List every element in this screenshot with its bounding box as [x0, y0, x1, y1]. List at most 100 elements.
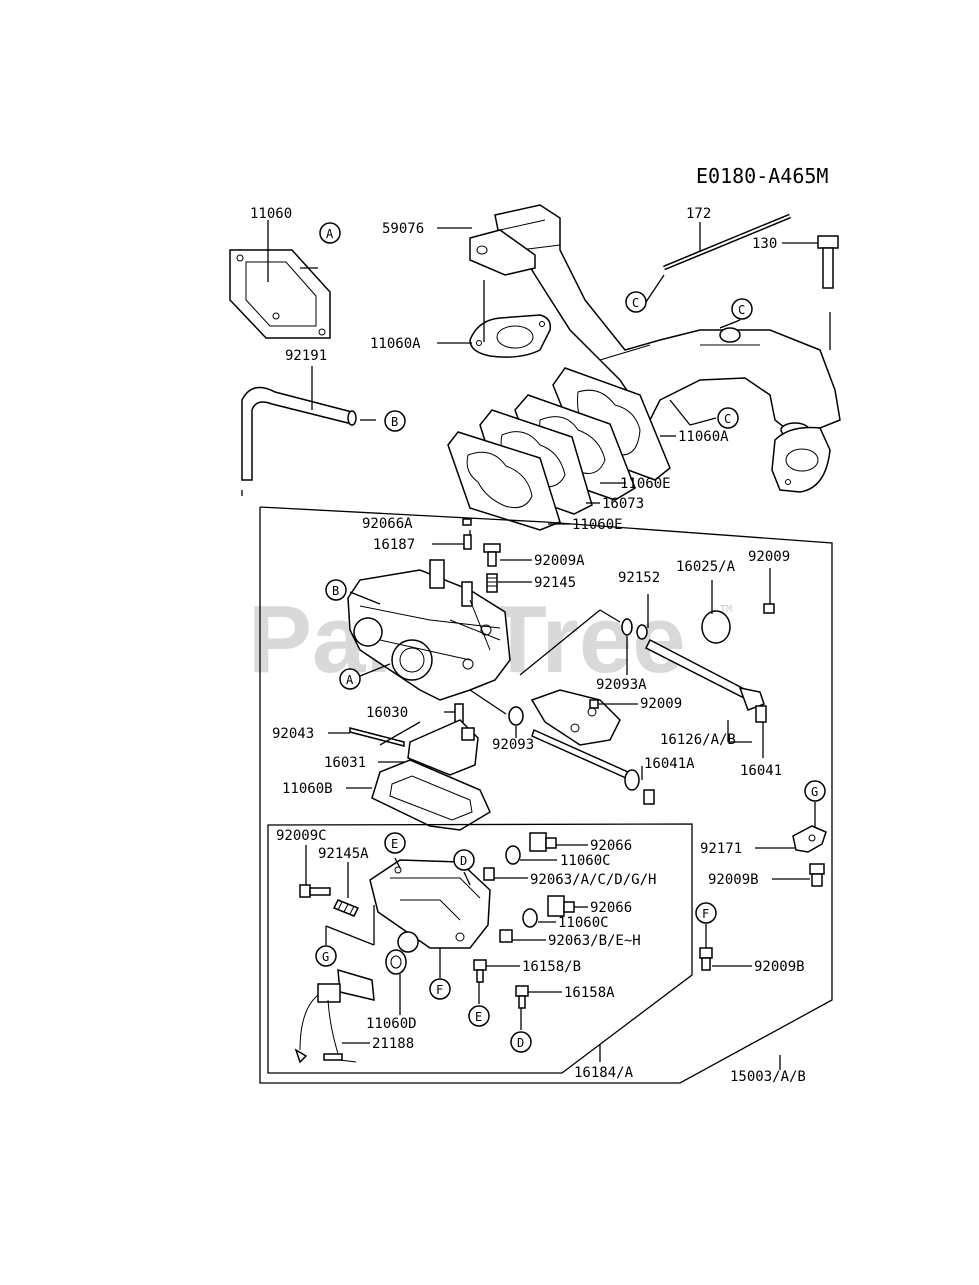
svg-text:D: D	[460, 854, 467, 868]
label-16031: 16031	[324, 755, 366, 771]
float-bowl[interactable]	[369, 859, 491, 953]
carburetor-body[interactable]	[347, 559, 511, 701]
gasket-11060A-top[interactable]	[469, 314, 552, 358]
label-59076: 59076	[382, 221, 424, 237]
screw-92009-mid[interactable]	[589, 699, 599, 709]
stud-172[interactable]	[663, 213, 791, 271]
label-16187: 16187	[373, 537, 415, 553]
washer-92093[interactable]	[508, 706, 524, 726]
pin-16030[interactable]	[454, 703, 464, 723]
float-bowl-box-16184	[267, 823, 693, 1074]
svg-text:A: A	[326, 227, 334, 241]
screw-16158B[interactable]	[473, 959, 487, 983]
svg-text:C: C	[724, 412, 731, 426]
ref-C-2: C	[731, 298, 753, 320]
label-11060A-right: 11060A	[678, 429, 729, 445]
label-92066A: 92066A	[362, 516, 413, 532]
ref-C-1: C	[625, 291, 647, 313]
ref-F-1: F	[695, 902, 717, 924]
label-16184A: 16184/A	[574, 1065, 634, 1081]
svg-text:F: F	[702, 907, 709, 921]
screw-92009A[interactable]	[483, 543, 501, 567]
jet-92066-1[interactable]	[529, 832, 557, 852]
label-16158B: 16158/B	[522, 959, 581, 975]
ref-G-2: G	[315, 945, 337, 967]
svg-text:E: E	[391, 837, 398, 851]
label-172: 172	[686, 206, 711, 222]
label-11060B: 11060B	[282, 781, 333, 797]
label-16073: 16073	[602, 496, 644, 512]
gasket-11060B[interactable]	[371, 759, 491, 831]
label-92009B-2: 92009B	[754, 959, 805, 975]
label-92145A: 92145A	[318, 846, 369, 862]
ref-E-1: E	[384, 832, 406, 854]
label-16025A: 16025/A	[676, 559, 736, 575]
washer-11060D[interactable]	[385, 949, 407, 975]
hose-92191[interactable]	[241, 386, 357, 481]
oring-11060C-1[interactable]	[505, 845, 521, 865]
label-16041A: 16041A	[644, 756, 695, 772]
svg-text:E: E	[475, 1010, 482, 1024]
label-11060C-1: 11060C	[560, 853, 611, 869]
svg-text:A: A	[346, 673, 354, 687]
screw-16158A[interactable]	[515, 985, 529, 1009]
ref-G-1: G	[804, 780, 826, 802]
throttle-valve-16025[interactable]	[701, 610, 731, 644]
label-92171: 92171	[700, 841, 742, 857]
throttle-shaft-92152[interactable]	[621, 618, 767, 723]
svg-text:C: C	[738, 303, 745, 317]
screw-92009-top[interactable]	[763, 603, 775, 614]
oring-11060C-2[interactable]	[522, 908, 538, 928]
label-11060C-2: 11060C	[558, 915, 609, 931]
label-11060E-1: 11060E	[620, 476, 671, 492]
label-92063-1: 92063/A/C/D/G/H	[530, 872, 656, 888]
ref-E-2: E	[468, 1005, 490, 1027]
watermark-tm: TM	[720, 604, 732, 615]
ref-C-3: C	[717, 407, 739, 429]
gasket-11060[interactable]	[229, 249, 331, 339]
jet-92066-2[interactable]	[547, 895, 575, 917]
label-11060E-2: 11060E	[572, 517, 623, 533]
choke-shaft-16041A[interactable]	[531, 728, 655, 805]
ref-A-1: A	[319, 222, 341, 244]
label-92093: 92093	[492, 737, 534, 753]
screw-92009B-2[interactable]	[699, 947, 713, 971]
label-15003AB: 15003/A/B	[730, 1069, 806, 1085]
jet-92063-2[interactable]	[499, 929, 513, 943]
label-16030: 16030	[366, 705, 408, 721]
bolt-130[interactable]	[817, 235, 839, 289]
jet-92066A[interactable]	[462, 518, 472, 526]
spring-92145[interactable]	[486, 573, 498, 593]
ref-D-2: D	[510, 1031, 532, 1053]
bracket-92171[interactable]	[792, 825, 827, 853]
jet-92063-1[interactable]	[483, 867, 495, 881]
ref-B-1: B	[384, 410, 406, 432]
needle-16187[interactable]	[463, 534, 472, 550]
spring-92145A[interactable]	[332, 899, 360, 917]
label-92009B-1: 92009B	[708, 872, 759, 888]
svg-text:G: G	[811, 785, 818, 799]
label-92152: 92152	[618, 570, 660, 586]
screw-92009C[interactable]	[299, 884, 331, 898]
flange-59076[interactable]	[469, 229, 536, 276]
ref-B-2: B	[325, 579, 347, 601]
svg-text:B: B	[332, 584, 339, 598]
label-21188: 21188	[372, 1036, 414, 1052]
ref-D-1: D	[453, 849, 475, 871]
float-16031[interactable]	[407, 719, 479, 776]
label-92009C: 92009C	[276, 828, 327, 844]
ref-A-2: A	[339, 668, 361, 690]
svg-text:B: B	[391, 415, 398, 429]
svg-text:G: G	[322, 950, 329, 964]
label-92063-2: 92063/B/E~H	[548, 933, 641, 949]
label-11060D: 11060D	[366, 1016, 417, 1032]
label-92009A: 92009A	[534, 553, 585, 569]
pin-92043[interactable]	[349, 727, 405, 747]
gasket-11060E-2[interactable]	[447, 431, 561, 531]
screw-92009B-1[interactable]	[809, 863, 825, 887]
outlet-flange[interactable]	[771, 426, 831, 493]
label-92009-top: 92009	[748, 549, 790, 565]
label-92093A: 92093A	[596, 677, 647, 693]
solenoid-21188[interactable]	[294, 968, 375, 1064]
